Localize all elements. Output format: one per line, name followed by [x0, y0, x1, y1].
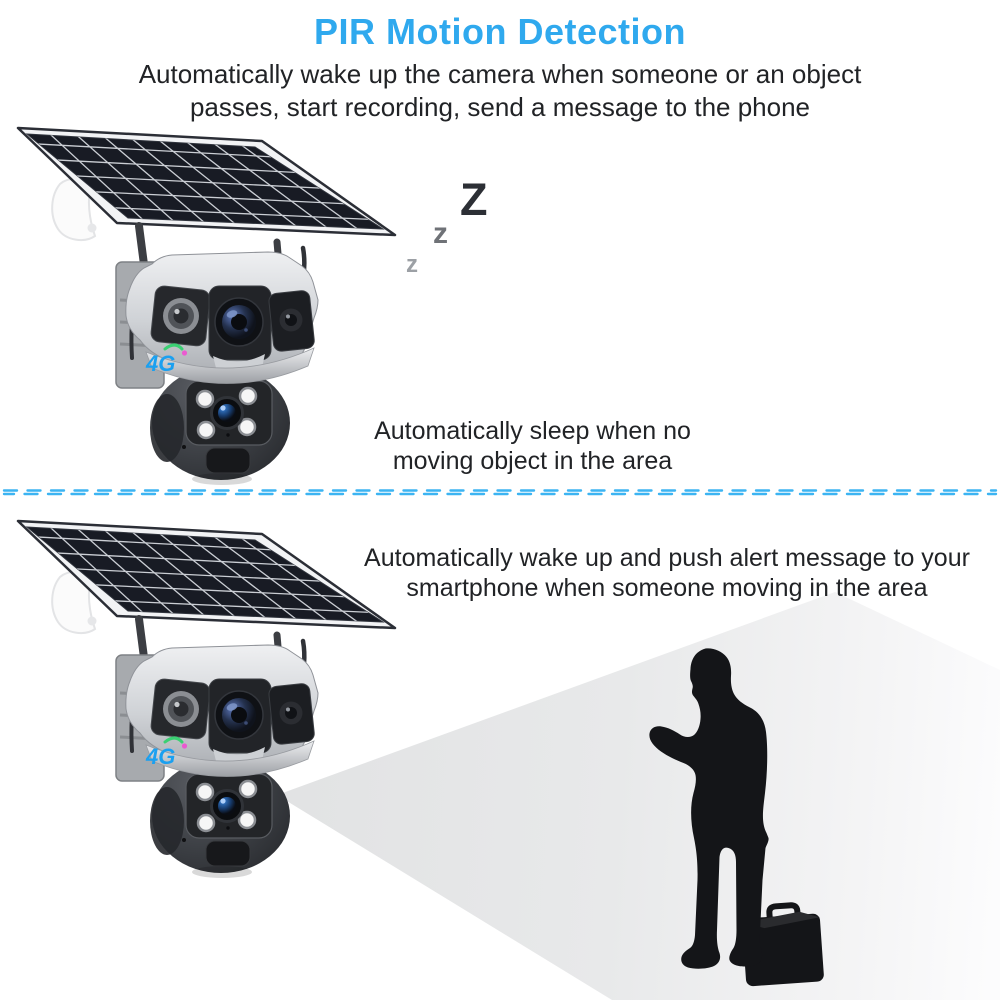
sleep-note: Automatically sleep when no moving objec… — [330, 416, 735, 476]
logo-4g-top: 4G — [145, 351, 175, 376]
briefcase — [742, 902, 824, 987]
sleep-z-medium: z — [433, 217, 448, 250]
divider-dashed-line — [2, 489, 998, 496]
logo-4g-bottom: 4G — [145, 744, 175, 769]
person-silhouette — [649, 648, 769, 969]
intro-text: Automatically wake up the camera when so… — [0, 58, 1000, 124]
detection-beam — [277, 592, 1000, 1000]
alert-note: Automatically wake up and push alert mes… — [363, 543, 971, 603]
intro-line-1: Automatically wake up the camera when so… — [138, 59, 862, 89]
sleep-note-line-2: moving object in the area — [392, 447, 673, 475]
sleep-z-small: z — [406, 251, 418, 278]
intro-line-2: passes, start recording, send a message … — [189, 92, 811, 122]
sleep-z-large: Z — [460, 174, 488, 225]
alert-note-line-1: Automatically wake up and push alert mes… — [364, 544, 970, 572]
page-title: PIR Motion Detection — [314, 11, 686, 52]
sleep-note-line-1: Automatically sleep when no — [374, 417, 691, 445]
alert-note-line-2: smartphone when someone moving in the ar… — [406, 574, 928, 602]
